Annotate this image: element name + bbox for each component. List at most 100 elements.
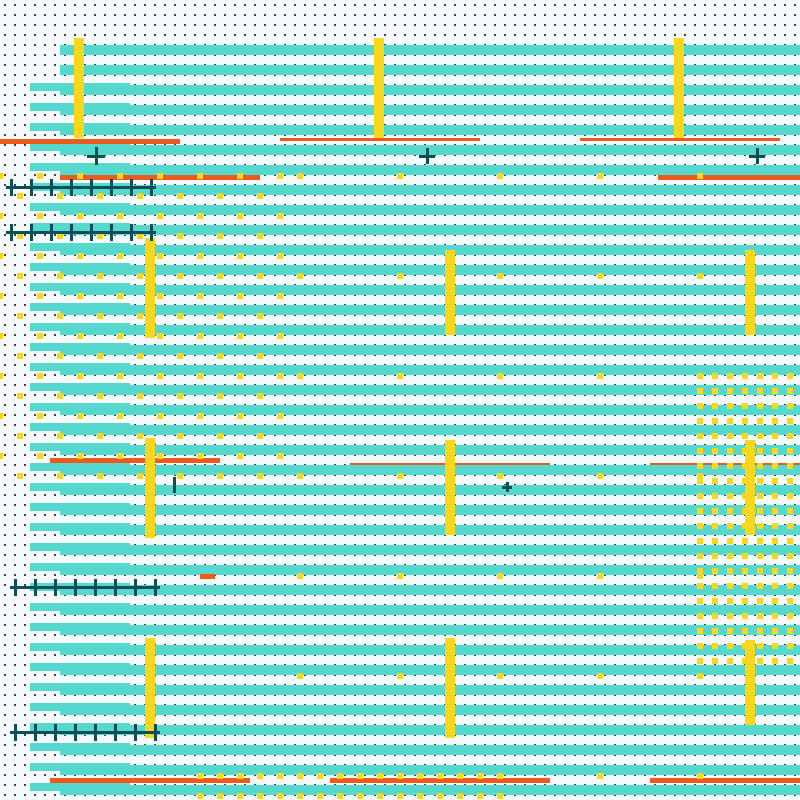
yellow-square bbox=[757, 418, 763, 424]
teal-block bbox=[60, 105, 260, 115]
yellow-square bbox=[697, 573, 703, 579]
yellow-square bbox=[742, 448, 748, 454]
yellow-square bbox=[97, 473, 103, 479]
teal-stripe bbox=[60, 405, 800, 415]
yellow-square bbox=[157, 413, 163, 419]
yellow-square bbox=[97, 313, 103, 319]
yellow-square bbox=[787, 538, 793, 544]
yellow-square bbox=[77, 373, 83, 379]
yellow-square bbox=[697, 478, 703, 484]
cross-tick bbox=[130, 224, 133, 241]
yellow-square bbox=[457, 793, 463, 799]
yellow-square bbox=[397, 673, 403, 679]
yellow-square bbox=[77, 213, 83, 219]
yellow-square bbox=[237, 333, 243, 339]
yellow-square bbox=[727, 418, 733, 424]
yellow-square bbox=[697, 553, 703, 559]
teal-block bbox=[60, 45, 260, 55]
cross-tick bbox=[14, 724, 17, 741]
teal-stripe-offset bbox=[30, 163, 130, 171]
yellow-square bbox=[257, 353, 263, 359]
yellow-square bbox=[772, 613, 778, 619]
yellow-square bbox=[497, 793, 503, 799]
yellow-square bbox=[297, 373, 303, 379]
yellow-square bbox=[772, 388, 778, 394]
teal-stripe bbox=[60, 465, 800, 475]
yellow-square bbox=[757, 433, 763, 439]
yellow-square bbox=[787, 523, 793, 529]
yellow-square bbox=[697, 538, 703, 544]
yellow-square bbox=[757, 568, 763, 574]
yellow-square bbox=[697, 463, 703, 469]
yellow-square bbox=[697, 673, 703, 679]
yellow-square bbox=[772, 598, 778, 604]
cross-tick bbox=[54, 724, 57, 741]
teal-stripe-offset bbox=[30, 683, 130, 691]
teal-stripe-offset bbox=[215, 625, 260, 633]
teal-stripe-offset bbox=[215, 445, 260, 453]
yellow-square bbox=[237, 253, 243, 259]
teal-stripe-offset bbox=[215, 665, 260, 673]
yellow-square bbox=[727, 478, 733, 484]
cross-tick bbox=[134, 579, 137, 596]
yellow-square bbox=[217, 233, 223, 239]
cross-ruler bbox=[6, 186, 156, 189]
yellow-square bbox=[787, 583, 793, 589]
plus-mark bbox=[95, 147, 98, 165]
yellow-square bbox=[37, 173, 43, 179]
teal-stripe bbox=[60, 725, 800, 735]
yellow-square bbox=[157, 333, 163, 339]
yellow-square bbox=[257, 773, 263, 779]
yellow-square bbox=[57, 353, 63, 359]
yellow-square bbox=[0, 413, 3, 419]
yellow-square bbox=[77, 453, 83, 459]
yellow-square bbox=[727, 553, 733, 559]
yellow-square bbox=[787, 403, 793, 409]
cross-tick bbox=[10, 179, 13, 196]
teal-stripe-offset bbox=[30, 223, 130, 231]
yellow-square bbox=[277, 253, 283, 259]
yellow-square bbox=[697, 493, 703, 499]
teal-stripe-offset bbox=[215, 425, 260, 433]
yellow-bar bbox=[74, 38, 84, 138]
yellow-square bbox=[0, 293, 3, 299]
teal-stripe bbox=[60, 525, 800, 535]
teal-stripe bbox=[60, 165, 800, 175]
yellow-square bbox=[177, 353, 183, 359]
teal-stripe-offset bbox=[30, 763, 130, 771]
yellow-square bbox=[712, 418, 718, 424]
yellow-square bbox=[697, 473, 703, 479]
yellow-square bbox=[787, 628, 793, 634]
teal-stripe-offset bbox=[215, 365, 260, 373]
yellow-square bbox=[727, 613, 733, 619]
cross-tick bbox=[90, 224, 93, 241]
yellow-square bbox=[772, 583, 778, 589]
yellow-square bbox=[697, 388, 703, 394]
yellow-square bbox=[697, 613, 703, 619]
teal-stripe-offset bbox=[30, 563, 130, 571]
teal-stripe bbox=[60, 265, 800, 275]
cross-tick bbox=[50, 179, 53, 196]
teal-stripe bbox=[60, 285, 800, 295]
yellow-square bbox=[357, 773, 363, 779]
yellow-square bbox=[277, 413, 283, 419]
yellow-square bbox=[712, 448, 718, 454]
yellow-square bbox=[157, 173, 163, 179]
cross-ruler bbox=[10, 586, 160, 589]
yellow-square bbox=[177, 233, 183, 239]
yellow-square bbox=[297, 473, 303, 479]
yellow-square bbox=[97, 353, 103, 359]
yellow-square bbox=[757, 463, 763, 469]
teal-stripe-offset bbox=[215, 785, 260, 793]
yellow-square bbox=[772, 373, 778, 379]
yellow-square bbox=[697, 628, 703, 634]
teal-stripe-offset bbox=[215, 385, 260, 393]
yellow-square bbox=[697, 273, 703, 279]
teal-stripe-offset bbox=[30, 543, 130, 551]
yellow-square bbox=[117, 213, 123, 219]
yellow-square bbox=[277, 773, 283, 779]
yellow-square bbox=[217, 793, 223, 799]
teal-stripe-offset bbox=[30, 243, 130, 251]
cross-tick bbox=[70, 224, 73, 241]
yellow-square bbox=[727, 463, 733, 469]
